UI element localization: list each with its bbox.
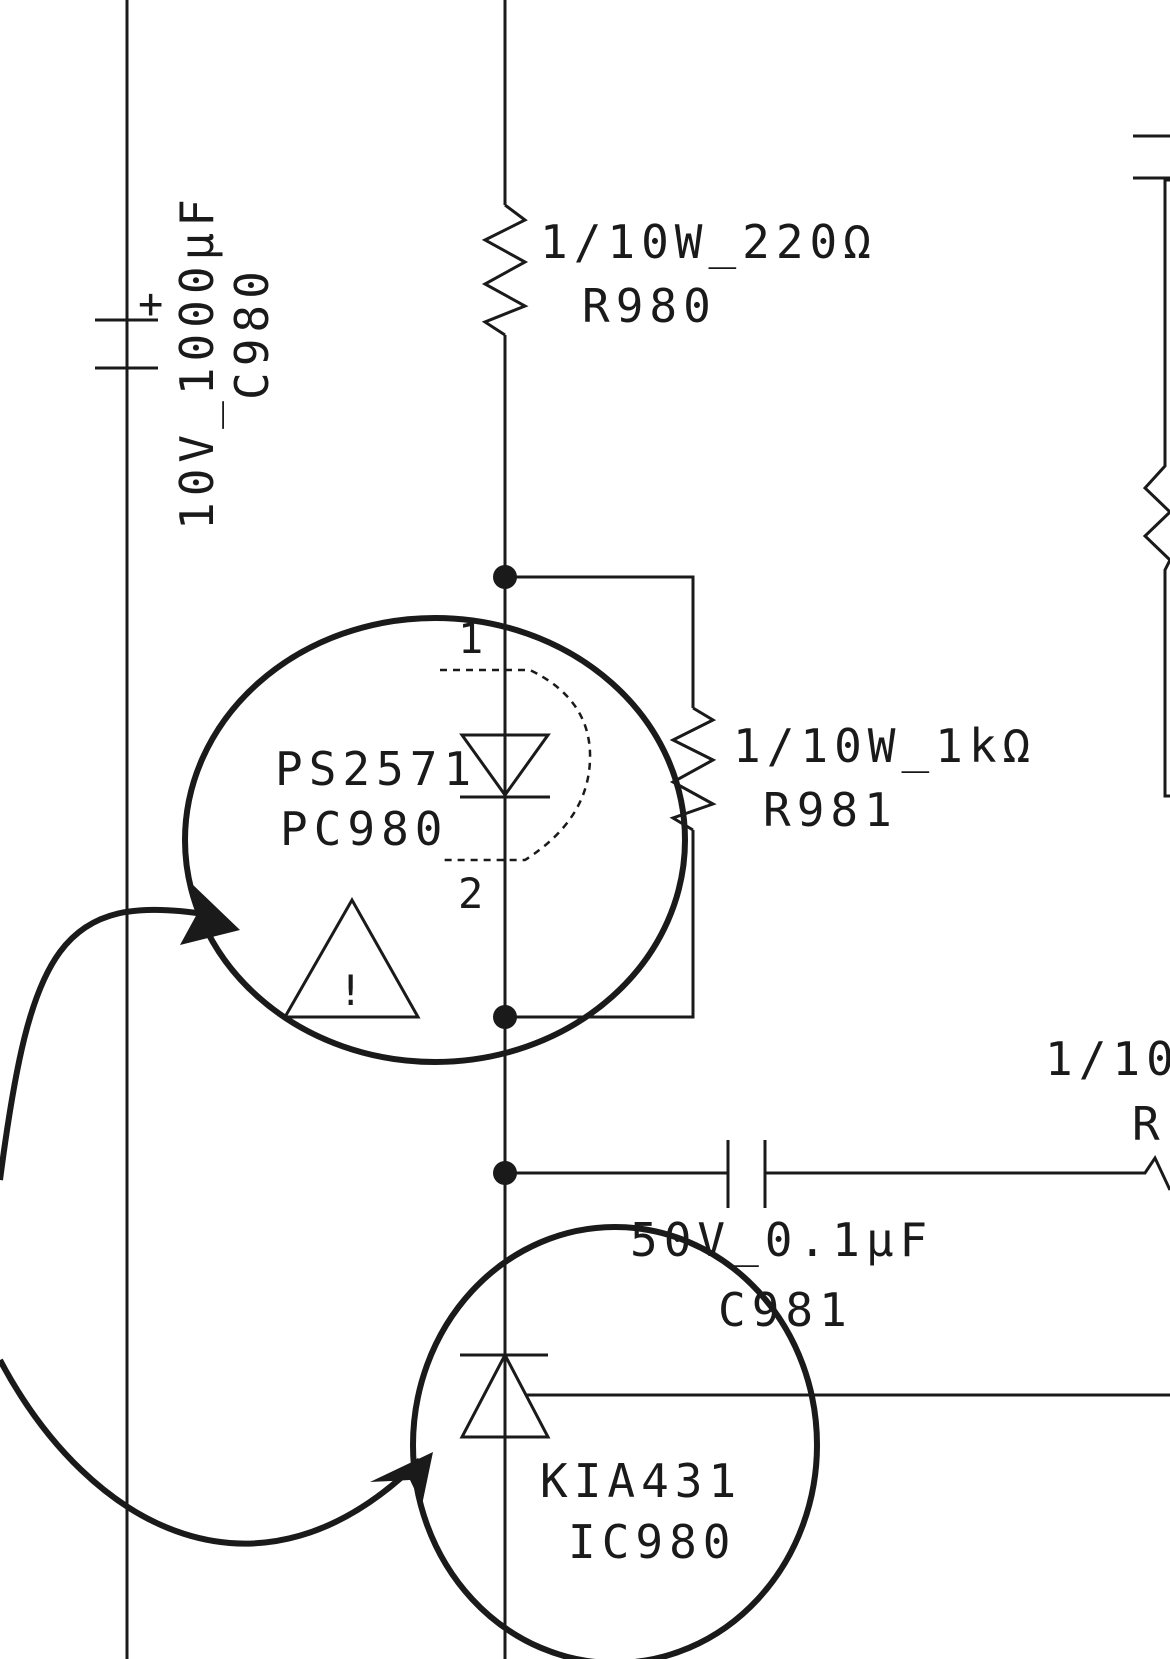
r980-value-label: 1/10W_220Ω (540, 215, 877, 269)
pc980-ref-label: PC980 (280, 802, 448, 856)
partial-right-ref-label: R (1132, 1097, 1166, 1151)
connection-arrow-lower (0, 1358, 423, 1547)
c980-ref-label: C980 (225, 265, 279, 400)
r981-return-wire (505, 830, 695, 1019)
photocoupler-diode-symbol (440, 668, 592, 862)
r981-value-label: 1/10W_1kΩ (733, 719, 1036, 773)
c980-polarity: + (138, 279, 163, 328)
connection-arrow (0, 906, 211, 1181)
resistor-r981-symbol (669, 706, 717, 832)
highlight-circle-ic980 (410, 1224, 820, 1659)
c980-value-label: 10V_1000μF (170, 193, 224, 530)
r980-ref-label: R980 (582, 279, 717, 333)
r981-branch-wire (505, 575, 695, 708)
pc980-part-label: PS2571 (275, 742, 477, 796)
warning-icon: ! (282, 896, 421, 1019)
pc980-pin2-label: 2 (458, 869, 483, 918)
ic980-part-label: KIA431 (540, 1454, 742, 1508)
r981-ref-label: R981 (763, 783, 898, 837)
shunt-regulator-symbol (459, 1351, 1170, 1439)
arrowhead-lower-icon (370, 1452, 433, 1505)
resistor-r980-symbol (481, 203, 529, 337)
partial-right-value-label: 1/10 (1045, 1032, 1170, 1086)
highlight-circle-pc980 (182, 615, 688, 1065)
warning-symbol: ! (338, 966, 363, 1015)
arrowhead-upper-icon (180, 882, 240, 945)
c981-right-wire (765, 1154, 1170, 1191)
capacitor-c980-symbol: + (95, 279, 163, 370)
right-resistor-partial (1142, 178, 1170, 798)
ic980-ref-label: IC980 (568, 1515, 736, 1569)
